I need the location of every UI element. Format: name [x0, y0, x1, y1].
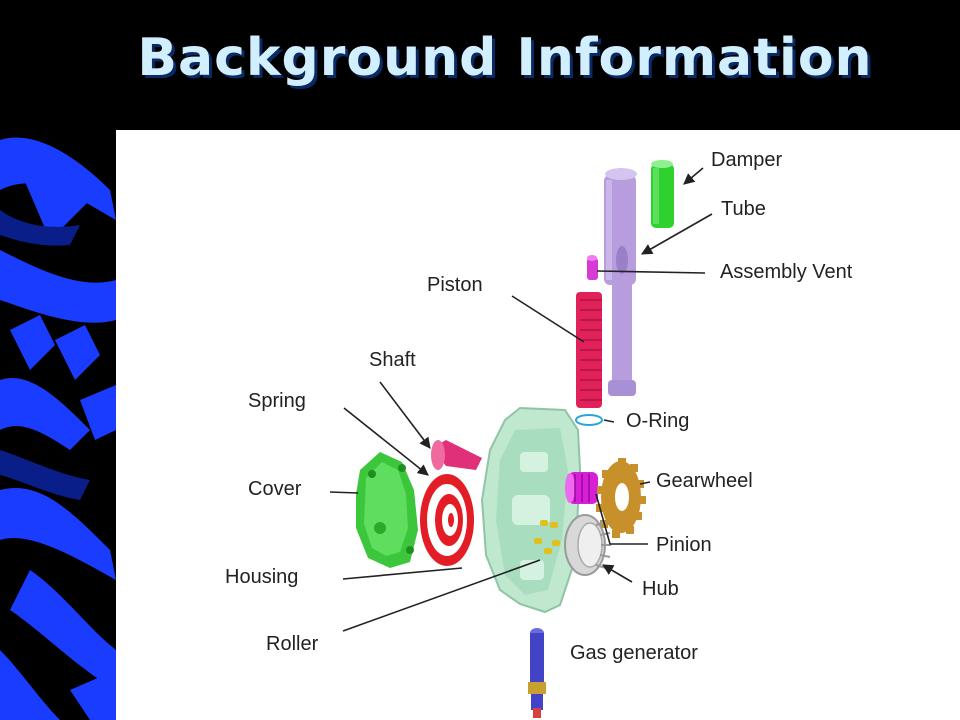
piston-leader: [511, 295, 585, 343]
housing-leader: [342, 567, 463, 580]
pinion-leader: [595, 493, 648, 545]
label-assembly-vent: Assembly Vent: [720, 261, 853, 283]
label-gearwheel: Gearwheel: [656, 470, 753, 492]
spring-part: [420, 474, 474, 566]
gearwheel-part: [596, 458, 646, 538]
shaft-leader: [379, 381, 431, 449]
cover-leader: [329, 491, 359, 494]
label-gas-generator: Gas generator: [570, 642, 698, 664]
shaft-part: [431, 440, 482, 470]
tube-leader: [641, 213, 713, 255]
damper-part: [651, 160, 674, 228]
spring-leader: [343, 407, 429, 476]
roller-part: [534, 520, 560, 554]
assembly-vent-part: [587, 255, 598, 280]
cover-part: [356, 452, 418, 568]
hub-leader: [602, 564, 633, 583]
decorative-blue-art: [0, 130, 116, 720]
label-o-ring: O-Ring: [626, 410, 690, 432]
hub-part: [564, 514, 611, 576]
pinion-part: [565, 472, 598, 504]
gas-generator-part: [528, 628, 546, 718]
piston-part: [576, 292, 602, 408]
gearwheel-leader: [639, 481, 651, 485]
label-spring: Spring: [248, 390, 306, 412]
o-ring-part: [575, 414, 603, 426]
label-housing: Housing: [225, 566, 299, 588]
tube-part: [604, 168, 637, 396]
label-pinion: Pinion: [656, 534, 712, 556]
label-hub: Hub: [642, 578, 679, 600]
label-piston: Piston: [427, 274, 483, 296]
label-tube: Tube: [721, 198, 766, 220]
assembly-vent-leader: [596, 270, 706, 274]
slide-title: Background Information: [137, 28, 873, 88]
label-shaft: Shaft: [369, 349, 416, 371]
label-roller: Roller: [266, 633, 319, 655]
damper-leader: [683, 167, 704, 185]
o-ring-leader: [603, 419, 615, 423]
label-damper: Damper: [711, 149, 783, 171]
roller-leader: [342, 559, 541, 632]
label-cover: Cover: [248, 478, 302, 500]
housing-part: [480, 406, 582, 614]
